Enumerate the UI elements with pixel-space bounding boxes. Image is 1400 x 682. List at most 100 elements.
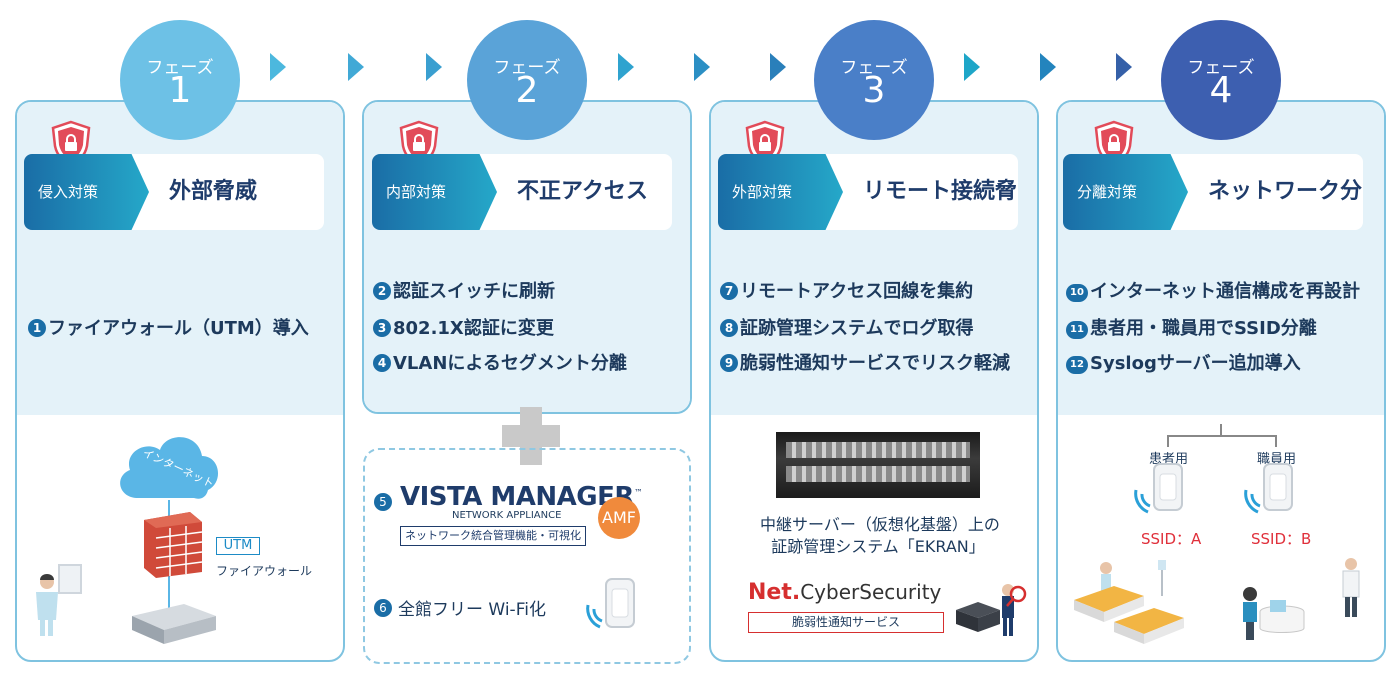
ekran-caption-line1: 中継サーバー（仮想化基盤）上の xyxy=(760,515,1000,534)
arrow-icon xyxy=(348,53,364,81)
item-text: 脆弱性通知サービスでリスク軽減 xyxy=(740,353,1010,374)
wifi-access-point-icon xyxy=(586,578,635,629)
phase-4-banner: 分離対策 ネットワーク分離 xyxy=(1063,154,1363,230)
server-rack-photo xyxy=(776,432,980,498)
phase-1-circle: フェーズ 1 xyxy=(120,20,240,140)
arrow-icon xyxy=(964,53,980,81)
item-text: リモートアクセス回線を集約 xyxy=(740,281,974,302)
arrow-icon xyxy=(1116,53,1132,81)
item-text: 患者用・職員用でSSID分離 xyxy=(1090,318,1317,339)
net-cybersecurity-logo: Net.CyberSecurity xyxy=(748,580,941,605)
shield-lock-icon xyxy=(1094,120,1134,166)
phase-label: フェーズ xyxy=(1187,58,1255,78)
category-tag: 侵入対策 xyxy=(24,154,149,230)
phase-number: 2 xyxy=(515,70,539,111)
item-text: Syslogサーバー追加導入 xyxy=(1090,353,1301,374)
item-number: 7 xyxy=(720,282,738,300)
threat-title: リモート接続脅威 xyxy=(863,179,1018,204)
phase-number: 3 xyxy=(862,70,886,111)
net-logo-text: Net. xyxy=(748,580,801,605)
item-number: 9 xyxy=(720,354,738,372)
phase-3-circle: フェーズ 3 xyxy=(814,20,934,140)
additional-measures-box xyxy=(363,448,691,664)
item-number: 10 xyxy=(1066,284,1088,302)
item-text: ファイアウォール（UTM）導入 xyxy=(48,318,309,339)
arrow-icon xyxy=(618,53,634,81)
wifi-access-point-icon xyxy=(1134,463,1183,514)
vista-manager-logo: VISTA MANAGER™ xyxy=(400,482,643,512)
category-tag: 分離対策 xyxy=(1063,154,1188,230)
item-number: 11 xyxy=(1066,321,1088,339)
plus-icon-bar xyxy=(502,425,560,447)
vista-manager-subtitle: NETWORK APPLIANCE xyxy=(452,510,562,521)
wifi-access-point-icon xyxy=(1244,463,1293,514)
network-tree-line xyxy=(1167,435,1277,437)
firewall-icon xyxy=(144,512,203,578)
vista-manager-text: VISTA MANAGER xyxy=(400,482,634,512)
wifi-label: 全館フリー Wi-Fi化 xyxy=(398,600,546,620)
phase-label: フェーズ xyxy=(146,58,214,78)
phase-1-banner: 侵入対策 外部脅威 xyxy=(24,154,324,230)
item-text: 証跡管理システムでログ取得 xyxy=(740,318,974,339)
phase-4-circle: フェーズ 4 xyxy=(1161,20,1281,140)
phase-2-banner: 内部対策 不正アクセス xyxy=(372,154,672,230)
phase-number: 4 xyxy=(1209,70,1233,111)
item-number: 5 xyxy=(374,493,392,511)
category-tag: 外部対策 xyxy=(718,154,843,230)
trademark-mark: ™ xyxy=(633,488,643,499)
threat-title: 外部脅威 xyxy=(169,179,258,204)
network-tree-line xyxy=(1220,424,1222,436)
item-number: 1 xyxy=(28,319,46,337)
arrow-icon xyxy=(694,53,710,81)
nurse-at-terminal-icon xyxy=(36,564,82,636)
arrow-icon xyxy=(426,53,442,81)
internet-cloud-icon xyxy=(120,437,219,499)
item-number: 2 xyxy=(373,282,391,300)
threat-title: ネットワーク分離 xyxy=(1208,179,1363,204)
server-unit xyxy=(786,442,970,458)
ekran-caption-line2: 証跡管理システム「EKRAN」 xyxy=(771,537,985,556)
category-tag: 内部対策 xyxy=(372,154,497,230)
phase-2-circle: フェーズ 2 xyxy=(467,20,587,140)
staff-desk-icon xyxy=(1243,587,1305,640)
shield-lock-icon xyxy=(51,120,91,166)
item-number: 3 xyxy=(373,319,391,337)
server-unit xyxy=(786,466,970,482)
arrow-icon xyxy=(770,53,786,81)
item-number: 8 xyxy=(720,319,738,337)
phase-number: 1 xyxy=(168,70,192,111)
item-text: 802.1X認証に変更 xyxy=(393,318,554,339)
cybersecurity-logo-text: CyberSecurity xyxy=(800,580,942,604)
phase-label: フェーズ xyxy=(493,58,561,78)
vulnerability-service-label: 脆弱性通知サービス xyxy=(748,612,944,633)
security-analyst-icon xyxy=(956,584,1027,636)
server-appliance-icon xyxy=(132,604,216,644)
phase-3-banner: 外部対策 リモート接続脅威 xyxy=(718,154,1018,230)
arrow-icon xyxy=(270,53,286,81)
phase-label: フェーズ xyxy=(840,58,908,78)
threat-title: 不正アクセス xyxy=(517,179,648,204)
item-text: 認証スイッチに刷新 xyxy=(393,281,555,302)
network-tree-line xyxy=(1275,435,1277,447)
amf-badge: AMF xyxy=(598,497,640,539)
item-number: 12 xyxy=(1066,356,1088,374)
firewall-label: ファイアウォール xyxy=(216,564,313,578)
item-text: インターネット通信構成を再設計 xyxy=(1090,281,1360,302)
arrow-icon xyxy=(1040,53,1056,81)
ssid-a-label: SSID：A xyxy=(1141,530,1202,548)
utm-label: UTM xyxy=(216,537,260,555)
doctor-icon xyxy=(1342,558,1360,617)
hospital-beds-icon xyxy=(1074,560,1184,644)
item-text: VLANによるセグメント分離 xyxy=(393,353,627,374)
item-number: 6 xyxy=(374,599,392,617)
network-tree-line xyxy=(1167,435,1169,447)
